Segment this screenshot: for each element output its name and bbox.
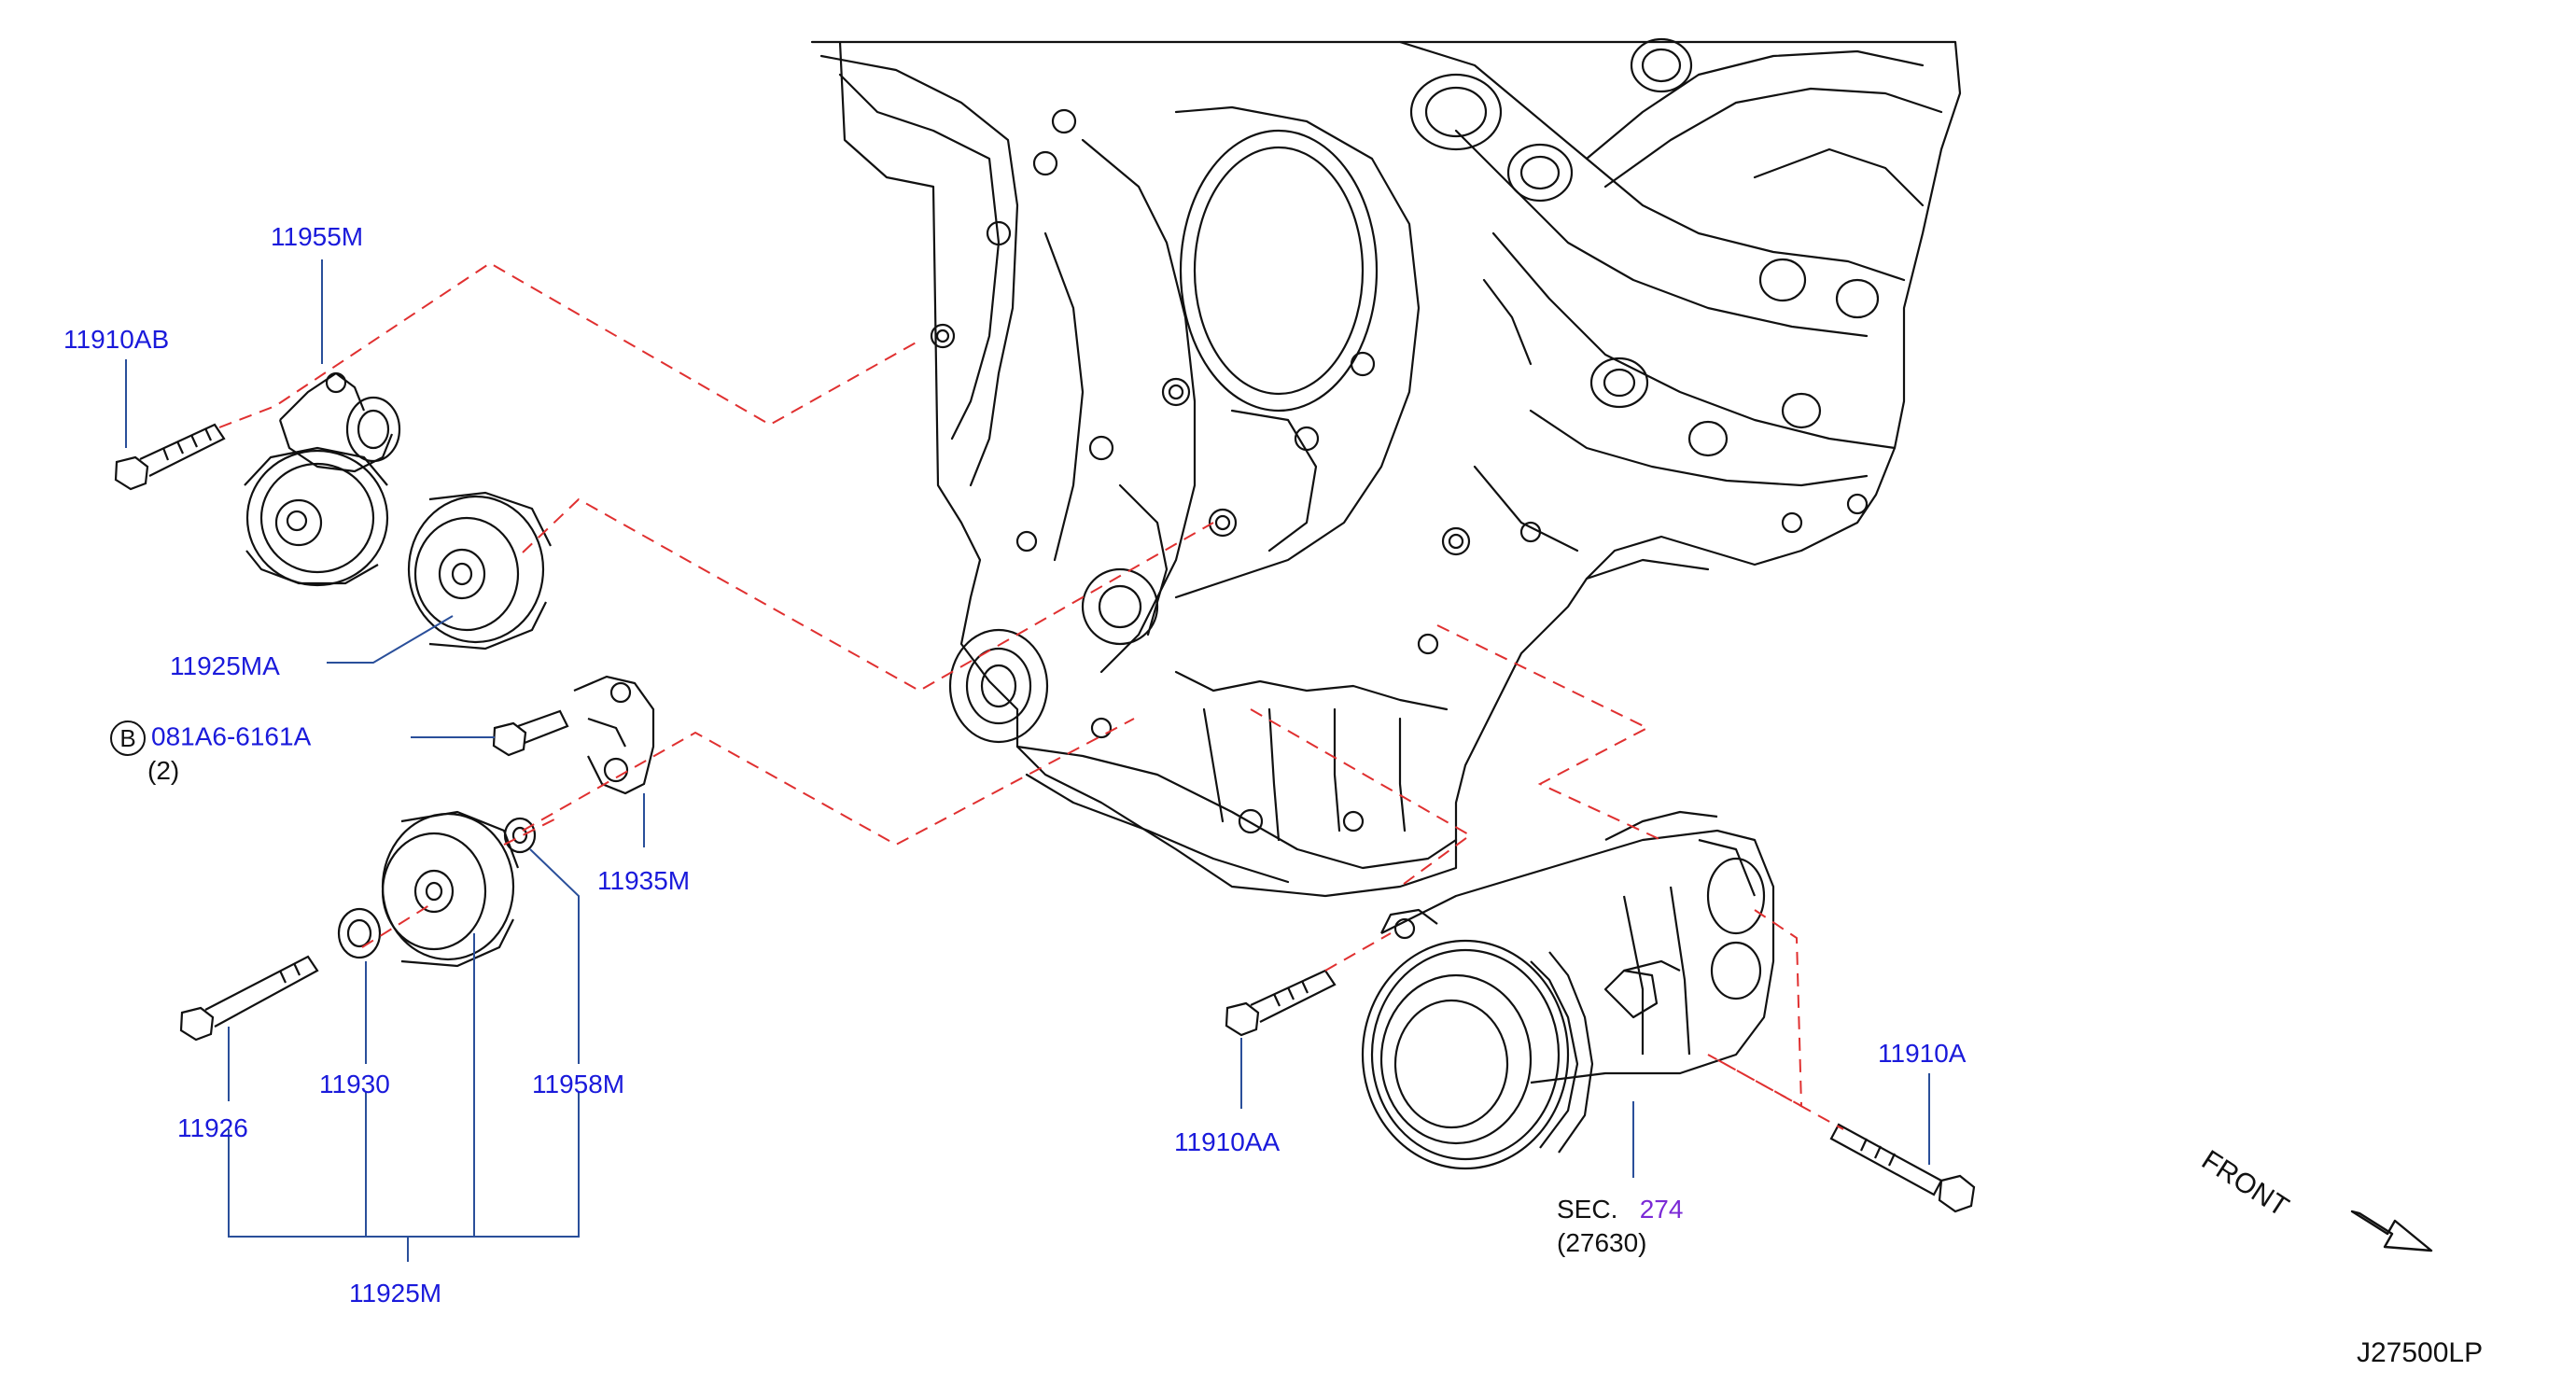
section-prefix: SEC. xyxy=(1557,1195,1618,1224)
belt-tensioner-drawing xyxy=(244,371,401,587)
callout-11925M[interactable]: 11925M xyxy=(349,1279,442,1308)
callout-11925MA[interactable]: 11925MA xyxy=(170,651,280,680)
alignment-dashed-lines xyxy=(218,261,1844,1130)
callout-11955M[interactable]: 11955M xyxy=(271,222,364,251)
ac-compressor-drawing xyxy=(1361,810,1775,1170)
front-arrow-icon xyxy=(2350,1210,2433,1252)
section-subnumber: (27630) xyxy=(1557,1228,1647,1257)
idler-pulley-lower-drawing xyxy=(179,810,537,1042)
callout-11930[interactable]: 11930 xyxy=(319,1070,390,1098)
idler-pulley-upper-drawing xyxy=(407,491,552,651)
bracket-11935M-drawing xyxy=(492,675,655,795)
bolt-quantity: (2) xyxy=(147,756,180,785)
callout-11935M[interactable]: 11935M xyxy=(597,866,691,895)
callout-11926[interactable]: 11926 xyxy=(177,1113,248,1142)
section-reference[interactable]: SEC. 274 xyxy=(1557,1196,1683,1223)
callout-leader-lines xyxy=(125,259,1930,1262)
callout-081A6-6161A[interactable]: 081A6-6161A xyxy=(151,721,312,751)
bolt-11910AB-drawing xyxy=(114,423,226,491)
callout-11910AB[interactable]: 11910AB xyxy=(63,325,170,354)
bolt-symbol-circle: B xyxy=(110,720,146,756)
compressor-bolts-drawing xyxy=(1225,969,1976,1213)
callout-11910AA[interactable]: 11910AA xyxy=(1174,1127,1281,1156)
diagram-code: J27500LP xyxy=(2357,1337,2484,1368)
callout-11958M[interactable]: 11958M xyxy=(532,1070,625,1098)
section-number-link[interactable]: 274 xyxy=(1639,1195,1684,1224)
engine-block-drawing xyxy=(810,37,1962,898)
callout-11910A[interactable]: 11910A xyxy=(1878,1039,1967,1068)
